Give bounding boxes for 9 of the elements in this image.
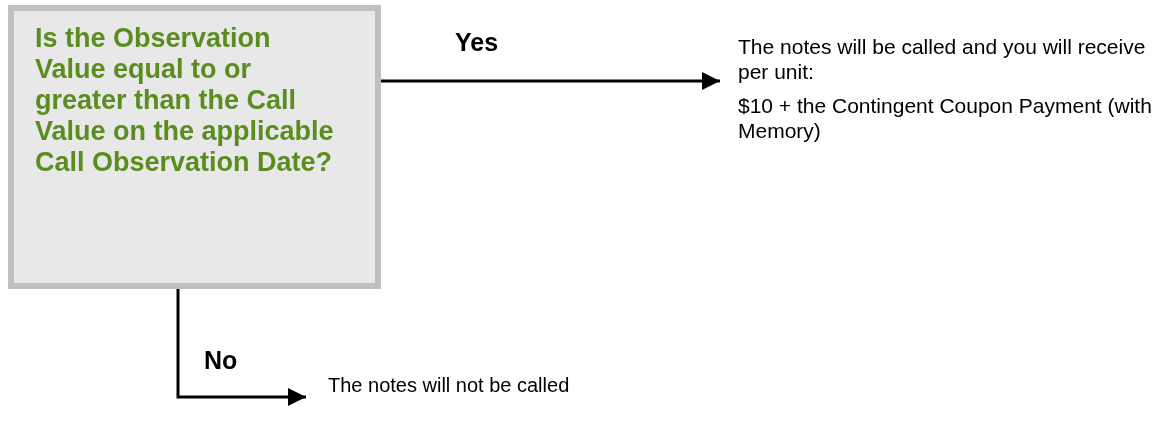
edge-label: No bbox=[204, 346, 238, 375]
outcome-text: The notes will not be called bbox=[328, 373, 571, 397]
decision-box bbox=[8, 5, 381, 289]
question-text: Is the Observation Value equal to or greater than the Call Value on the applicable Call Observation Date? bbox=[35, 23, 335, 178]
arrow bbox=[381, 72, 720, 90]
outcome-text: The notes will be called and you will receive per unit: bbox=[738, 34, 1147, 84]
arrow bbox=[176, 289, 306, 406]
edge-label: Yes bbox=[455, 28, 499, 57]
outcome-text: $10 + the Contingent Coupon Payment (with Memory) bbox=[738, 93, 1153, 143]
